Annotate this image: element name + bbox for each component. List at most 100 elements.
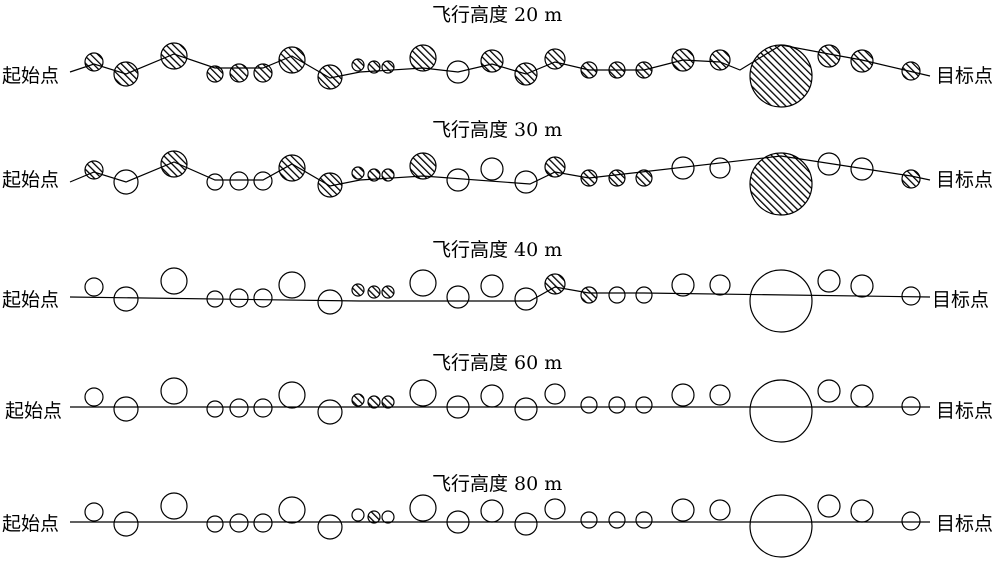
obstacle-hatched [850,49,874,73]
obstacle-hatched [544,273,566,295]
obstacle-hatched [84,52,104,72]
obstacle-hatched [317,172,343,198]
start-label-30m: 起始点 [2,169,60,191]
obstacle-clear [544,498,566,520]
obstacle-clear [409,269,437,297]
obstacle-clear [817,269,841,293]
obstacle-clear [635,511,653,529]
obstacle-clear [278,496,306,524]
target-label-30m: 目标点 [936,169,994,191]
obstacle-clear [580,511,598,529]
obstacle-hatched [709,49,731,71]
obstacle-hatched [206,65,224,83]
panel-1 [69,150,931,216]
start-label-20m: 起始点 [2,65,60,87]
obstacle-hatched [381,60,395,74]
panel-title-40m: 飞行高度 40 m [432,239,563,261]
target-label-80m: 目标点 [936,513,994,535]
obstacle-hatched [635,169,653,187]
obstacle-clear [749,269,813,333]
panel-title-80m: 飞行高度 80 m [432,473,563,495]
obstacle-hatched [84,160,104,180]
flight-path-line [69,155,931,187]
obstacle-clear [850,384,874,408]
obstacle-clear [635,286,653,304]
target-label-20m: 目标点 [936,65,994,87]
obstacle-clear [160,492,188,520]
panel-4 [70,492,930,558]
obstacle-clear [278,381,306,409]
panel-2 [69,267,931,333]
obstacle-clear [84,387,104,407]
obstacle-hatched [544,156,566,178]
start-label-80m: 起始点 [2,513,60,535]
obstacle-hatched [351,166,365,180]
obstacle-clear [409,494,437,522]
obstacle-hatched [278,46,306,74]
obstacle-clear [671,498,695,522]
obstacle-clear [206,515,224,533]
obstacle-hatched [608,169,626,187]
obstacle-clear [635,396,653,414]
obstacle-clear [229,398,249,418]
obstacle-hatched [749,152,813,216]
obstacle-clear [480,157,504,181]
obstacle-clear [253,398,273,418]
obstacle-hatched [367,395,381,409]
obstacle-hatched [901,169,921,189]
obstacle-clear [480,384,504,408]
obstacle-clear [160,377,188,405]
obstacle-clear [278,271,306,299]
obstacle-clear [229,288,249,308]
obstacle-clear [544,383,566,405]
obstacle-clear [206,173,224,191]
obstacle-clear [113,286,139,312]
obstacle-hatched [253,63,273,83]
obstacle-clear [850,274,874,298]
obstacle-clear [446,168,470,192]
obstacle-hatched [351,58,365,72]
obstacle-clear [160,267,188,295]
obstacle-clear [229,171,249,191]
obstacle-clear [253,513,273,533]
obstacle-clear [206,400,224,418]
obstacle-hatched [381,168,395,182]
panel-title-30m: 飞行高度 30 m [432,119,563,141]
obstacle-clear [446,285,470,309]
obstacle-clear [351,508,365,522]
obstacle-hatched [160,42,188,70]
panel-0 [69,42,931,108]
flight-path-line [69,44,931,79]
obstacle-hatched [381,285,395,299]
obstacle-hatched [367,510,381,524]
obstacle-clear [113,511,139,537]
obstacle-hatched [381,395,395,409]
obstacle-clear [514,512,538,536]
obstacle-clear [514,397,538,421]
panel-title-60m: 飞行高度 60 m [432,352,563,374]
obstacle-clear [480,499,504,523]
obstacle-clear [709,157,731,179]
obstacle-clear [749,379,813,443]
obstacle-hatched [351,393,365,407]
obstacle-clear [608,396,626,414]
obstacle-hatched [409,44,437,72]
obstacle-clear [608,511,626,529]
obstacle-clear [317,399,343,425]
obstacle-clear [817,379,841,403]
panel-3 [70,377,930,443]
obstacle-clear [749,494,813,558]
obstacle-clear [317,514,343,540]
obstacle-hatched [367,285,381,299]
obstacle-clear [817,494,841,518]
obstacle-hatched [580,286,598,304]
target-label-40m: 目标点 [932,289,990,311]
obstacle-clear [84,502,104,522]
start-label-40m: 起始点 [2,289,60,311]
obstacle-clear [709,384,731,406]
obstacle-clear [580,396,598,414]
obstacle-clear [608,286,626,304]
obstacle-clear [901,511,921,531]
